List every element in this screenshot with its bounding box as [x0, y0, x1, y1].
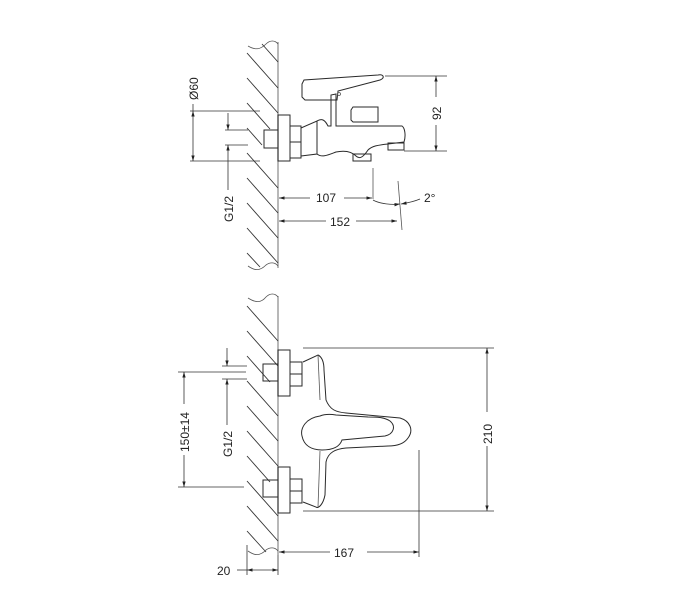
side-view: Ø60 G1/2 92 107 152 [187, 40, 447, 271]
mixer-body-side [300, 74, 406, 231]
dim-angle: 2° [372, 191, 436, 207]
connector-lower [262, 466, 303, 514]
label-diameter: Ø60 [187, 77, 201, 100]
dim-thread-bottom: G1/2 [221, 348, 247, 457]
dim-reach-107: 107 [279, 191, 372, 205]
label-210: 210 [481, 424, 495, 444]
dim-thread-top: G1/2 [222, 113, 248, 222]
label-thread-bottom: G1/2 [221, 431, 235, 457]
label-20: 20 [217, 564, 231, 578]
label-angle: 2° [424, 191, 436, 205]
connector-upper [262, 349, 303, 397]
label-thread-top: G1/2 [222, 196, 236, 222]
dim-projection-167: 167 [279, 450, 420, 560]
dim-height-top: 92 [385, 75, 447, 152]
label-107: 107 [316, 191, 336, 205]
front-view: 150±14 G1/2 210 167 [178, 293, 495, 578]
dim-centers: 150±14 [178, 371, 246, 488]
dim-reach-152: 152 [279, 215, 397, 229]
label-167: 167 [334, 546, 354, 560]
wall-section-top [246, 40, 279, 271]
dim-height-210: 210 [303, 347, 495, 512]
label-height-92: 92 [430, 106, 444, 120]
label-150: 150±14 [178, 412, 192, 452]
mixer-body-front [301, 354, 412, 508]
label-152: 152 [330, 215, 350, 229]
wall-section-bottom [246, 293, 279, 556]
connector-top [263, 114, 302, 162]
dim-offset-20: 20 [217, 545, 279, 578]
dim-diameter: Ø60 [187, 77, 260, 162]
